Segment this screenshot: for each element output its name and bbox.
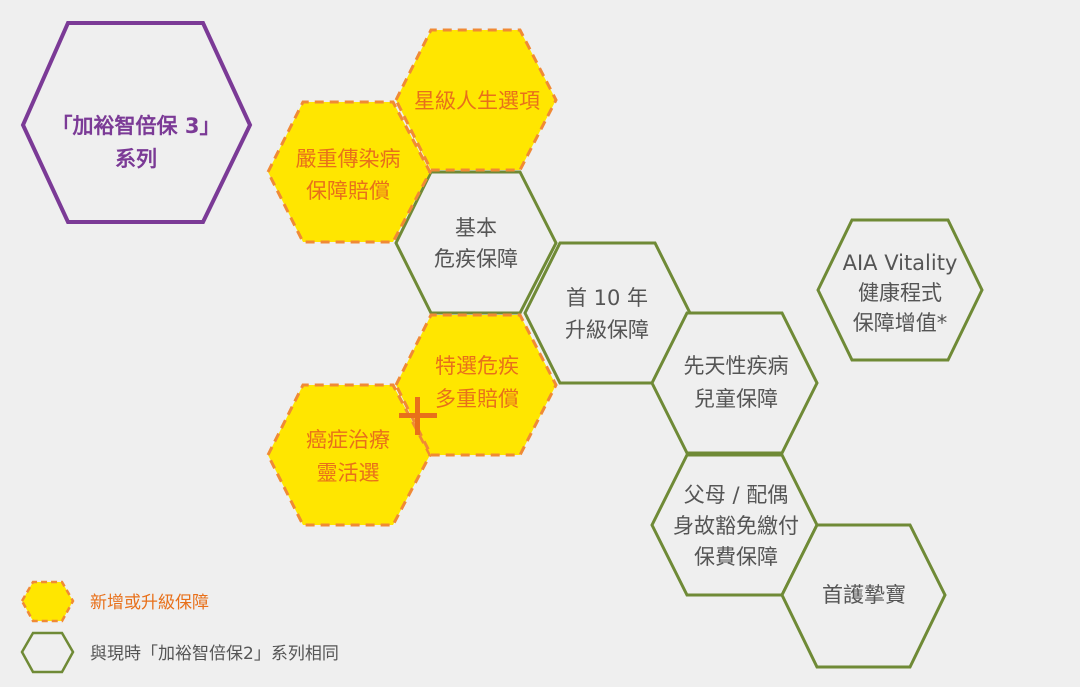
hex-first-10-years: 首 10 年 升級保障: [523, 241, 692, 385]
legend-same-item: 與現時「加裕智倍保2」系列相同: [20, 631, 339, 674]
first10-line2: 升級保障: [565, 318, 649, 342]
vitality-line1: AIA Vitality: [843, 251, 958, 275]
infection-line2: 保障賠償: [306, 179, 390, 203]
hex-selected-multiple-claims: 特選危疾 多重賠償: [394, 313, 558, 457]
hex-cancer-treatment: 癌症治療 靈活選: [266, 383, 432, 527]
legend-new-item: 新增或升級保障: [20, 580, 209, 623]
basic-line2: 危疾保障: [434, 247, 518, 271]
firstcare-line1: 首護摯寶: [822, 583, 906, 607]
hex-congenital-children: 先天性疾病 兒童保障: [650, 311, 819, 455]
payor-line1: 父母 / 配偶: [684, 483, 788, 507]
title-hexagon: 「加裕智倍保 3」 系列: [20, 21, 253, 224]
title-line1: 「加裕智倍保 3」: [52, 114, 221, 138]
hex-severe-infectious-disease: 嚴重傳染病 保障賠償: [266, 100, 432, 244]
congenital-line1: 先天性疾病: [684, 354, 789, 378]
congenital-line2: 兒童保障: [694, 387, 778, 411]
hex-first-care: 首護摯寶: [780, 523, 947, 669]
cancer-line2: 靈活選: [317, 461, 380, 485]
legend-new-swatch: [20, 580, 75, 623]
vitality-line3: 保障增值*: [853, 311, 948, 335]
first10-line1: 首 10 年: [566, 286, 648, 310]
legend-same-label: 與現時「加裕智倍保2」系列相同: [90, 644, 339, 664]
selected-line1: 特選危疾: [435, 354, 519, 378]
selected-line2: 多重賠償: [435, 387, 519, 411]
vitality-line2: 健康程式: [858, 281, 942, 305]
hex-aia-vitality: AIA Vitality 健康程式 保障增值*: [816, 218, 984, 362]
payor-line3: 保費保障: [694, 545, 778, 569]
payor-line2: 身故豁免繳付: [673, 514, 799, 538]
legend: 新增或升級保障 與現時「加裕智倍保2」系列相同: [20, 580, 339, 674]
legend-new-label: 新增或升級保障: [90, 593, 209, 613]
star-line1: 星級人生選項: [414, 89, 540, 113]
hex-payor-waiver: 父母 / 配偶 身故豁免繳付 保費保障: [650, 453, 819, 597]
infection-line1: 嚴重傳染病: [296, 147, 401, 171]
plus-icon: [399, 397, 437, 435]
basic-line1: 基本: [455, 216, 497, 240]
hex-star-life-option: 星級人生選項: [394, 28, 558, 172]
legend-same-swatch: [20, 631, 75, 674]
title-line2: 系列: [115, 147, 157, 171]
hex-basic-critical-illness: 基本 危疾保障: [394, 170, 558, 315]
cancer-line1: 癌症治療: [306, 428, 390, 452]
